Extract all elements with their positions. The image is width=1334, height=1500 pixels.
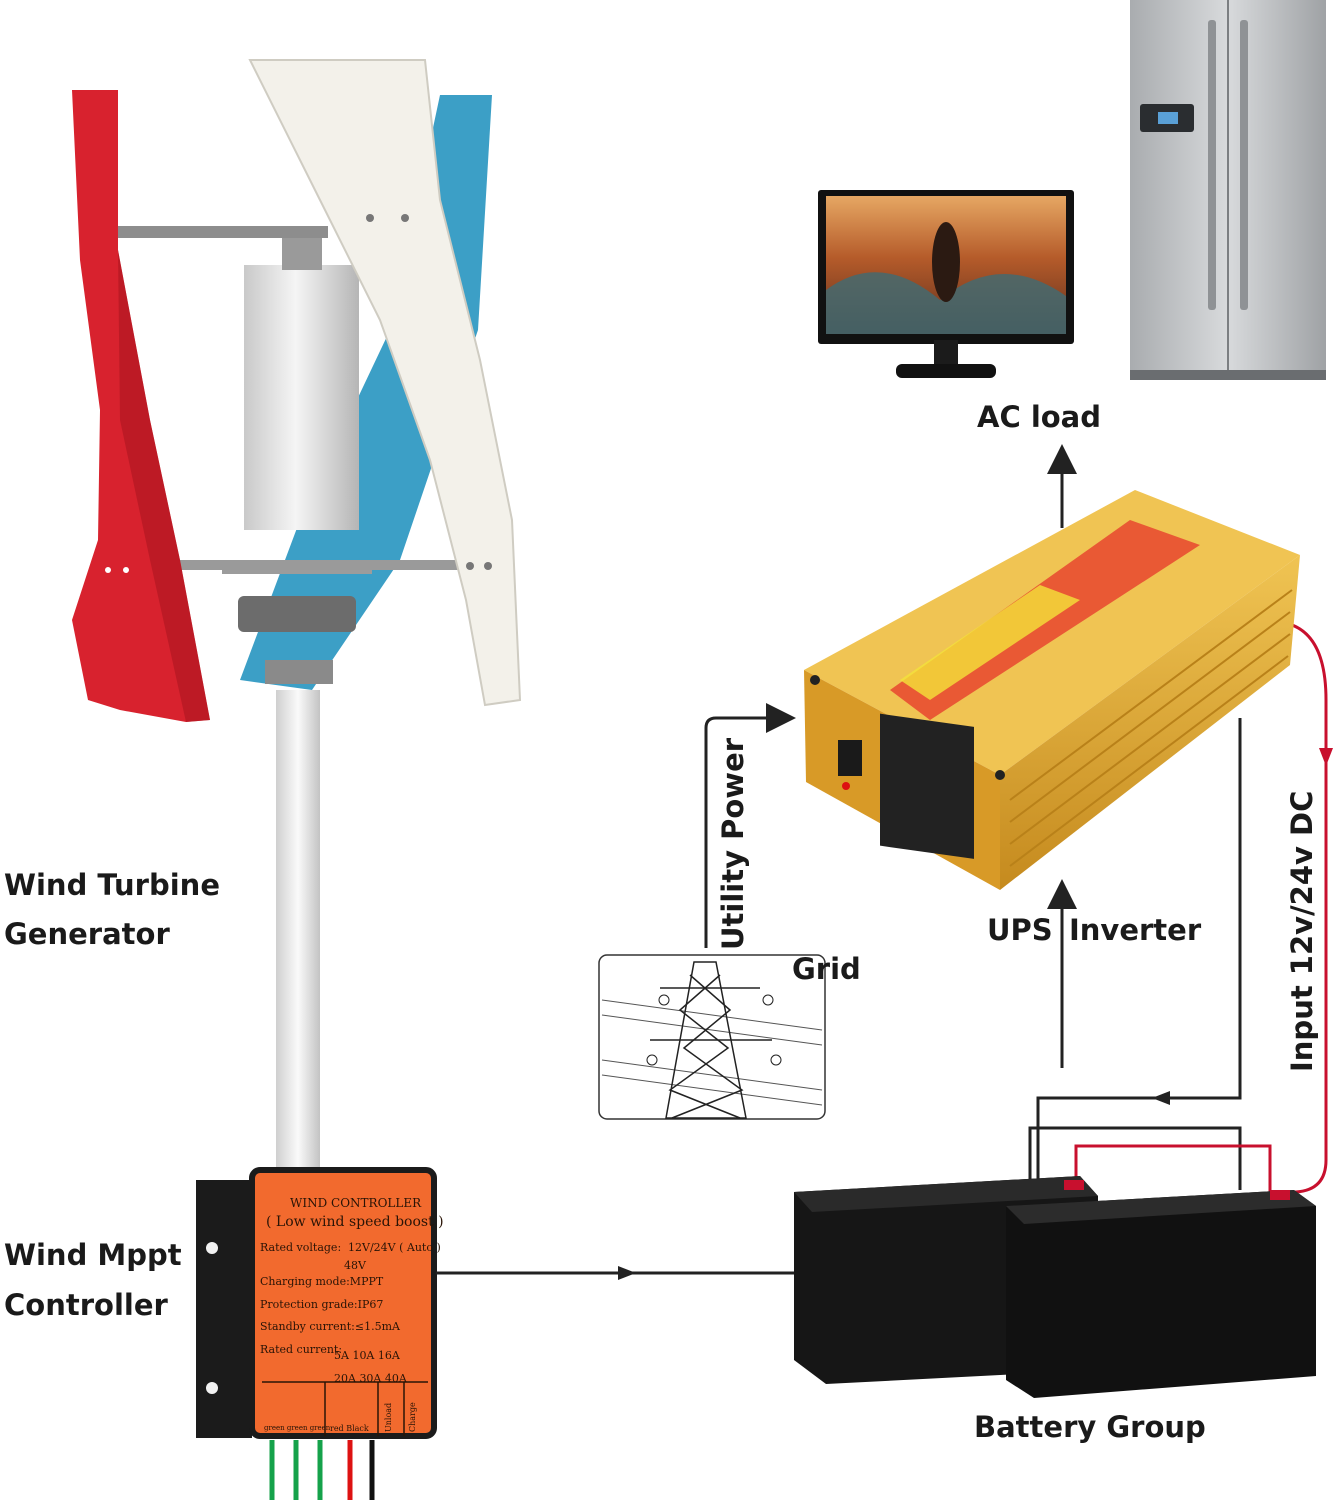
generator-label: Generator — [4, 917, 170, 951]
inverter-negative-wire — [1036, 718, 1242, 1180]
mppt-controller-device — [196, 1167, 437, 1500]
controller-title: WIND CONTROLLER — [290, 1196, 422, 1210]
controller-voltage-opt2: 48V — [344, 1259, 366, 1272]
controller-current-row1: 5A 10A 16A — [334, 1349, 400, 1362]
controller-voltage-opt1: 12V/24V ( Auto ) — [348, 1241, 441, 1254]
input-dc-label: Input 12v/24v DC — [1285, 790, 1319, 1072]
controller-standby: Standby current:≤1.5mA — [260, 1320, 400, 1333]
blade-white — [248, 59, 522, 707]
wind-turbine-icon — [72, 59, 522, 1190]
utility-power-label: Utility Power — [716, 737, 750, 950]
ac-load-label: AC load — [977, 400, 1102, 434]
battery-group-label: Battery Group — [974, 1410, 1206, 1444]
connection-lines — [436, 444, 1333, 1280]
generator-body — [244, 265, 359, 530]
controller-panel — [249, 1167, 437, 1439]
controller-subtitle: ( Low wind speed boost ) — [266, 1214, 444, 1230]
refrigerator-icon — [1130, 0, 1326, 380]
wind-turbine-label: Wind Turbine — [4, 868, 220, 902]
power-pylon-icon — [598, 954, 826, 1120]
controller-charging-mode: Charging mode:MPPT — [260, 1275, 384, 1288]
controller-current-row2: 20A 30A 40A — [334, 1372, 407, 1385]
controller-label: Controller — [4, 1288, 168, 1322]
controller-rated-voltage: Rated voltage: — [260, 1241, 342, 1254]
controller-rated-current: Rated current: — [260, 1343, 343, 1356]
battery-icon — [794, 1176, 1316, 1398]
controller-protection: Protection grade:IP67 — [260, 1298, 384, 1311]
dc-positive-wire — [1279, 620, 1328, 1194]
controller-charge: Charge — [408, 1402, 417, 1432]
controller-wires-green: green green green — [264, 1424, 331, 1432]
controller-wires-red-black: red Black — [330, 1424, 369, 1433]
mppt-label: Wind Mppt — [4, 1238, 182, 1272]
ups-label: UPS — [987, 913, 1053, 947]
controller-unload: Unload — [384, 1402, 393, 1432]
grid-label: Grid — [792, 952, 861, 986]
inverter-icon — [804, 490, 1300, 890]
grid-to-inverter-line — [704, 703, 796, 948]
tv-monitor-icon — [818, 190, 1074, 378]
turbine-pole — [276, 690, 320, 1190]
inverter-label: Inverter — [1069, 913, 1202, 947]
